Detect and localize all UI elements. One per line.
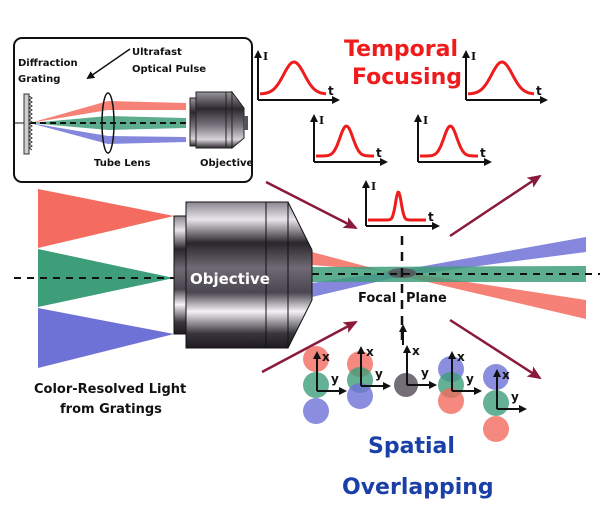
arrow-in-upper <box>265 180 358 230</box>
intensity-axis-label: I <box>423 114 428 127</box>
spot-plot-near-right: xy <box>438 350 482 414</box>
intensity-axis-label: I <box>471 50 476 63</box>
color-resolved-label-line1: Color-Resolved Light <box>34 382 186 397</box>
time-axis-label: t <box>328 84 334 98</box>
pulse-plot-far-right: It <box>462 50 548 104</box>
intensity-axis-label: I <box>319 114 324 127</box>
inset-blue-beam <box>30 123 186 144</box>
inset-red-beam <box>30 101 186 123</box>
x-axis-label: x <box>412 344 420 358</box>
y-axis-label: y <box>511 390 519 404</box>
pulse-label-line2: Optical Pulse <box>132 64 206 75</box>
tube-lens-label: Tube Lens <box>94 158 151 169</box>
blue-beam-cone <box>38 308 174 368</box>
x-axis-label: x <box>457 350 465 364</box>
arrow-out-lower <box>449 318 542 380</box>
red-focused-beam <box>312 252 586 319</box>
pulse-curve <box>316 124 374 158</box>
spot-plot-near-left: xy <box>347 345 391 409</box>
arrow-out-upper <box>449 174 542 238</box>
spot-blue <box>303 398 329 424</box>
time-axis-label: t <box>428 210 434 224</box>
objective-label: Objective <box>190 270 270 288</box>
y-axis-label: y <box>421 366 429 380</box>
intensity-axis-label: I <box>371 180 376 193</box>
pulse-plot-far-left: It <box>254 50 340 104</box>
pulse-plot-near-right: It <box>414 114 492 166</box>
focal-label: Focal <box>358 291 396 306</box>
spot-plot-far-right: xy <box>483 364 527 442</box>
arrow-in-lower <box>261 320 358 374</box>
x-axis-label: x <box>502 368 510 382</box>
pulse-label-line1: Ultrafast <box>132 47 182 58</box>
focused-beams <box>312 237 586 319</box>
y-axis-label: y <box>375 367 383 381</box>
spot-red <box>438 388 464 414</box>
time-axis-label: t <box>376 146 382 160</box>
propagation-arrows <box>261 174 542 380</box>
y-axis-label: y <box>466 372 474 386</box>
grating-label-line1: Diffraction <box>18 58 78 69</box>
inset-setup-panel: Diffraction Grating Ultrafast Optical Pu… <box>13 37 254 183</box>
tube-lens-icon <box>101 92 115 154</box>
y-axis-label: y <box>331 372 339 386</box>
grating-label-line2: Grating <box>18 74 60 85</box>
color-resolved-label-line2: from Gratings <box>60 402 162 417</box>
temporal-title-line2: Focusing <box>352 65 462 90</box>
inset-green-beam <box>30 116 186 130</box>
inset-objective-label: Objective <box>200 158 254 169</box>
spot-blue <box>347 383 373 409</box>
pulse-pointer-arrow <box>86 48 131 80</box>
inset-objective-icon <box>189 90 248 150</box>
intensity-axis-label: I <box>263 50 268 63</box>
spot-plot-focus: xy <box>394 344 437 397</box>
x-axis-label: x <box>322 350 330 364</box>
objective-lens-icon <box>173 201 313 349</box>
red-beam-cone <box>38 189 174 248</box>
pulse-plot-focus: It <box>362 180 440 230</box>
spatial-title-line1: Spatial <box>368 434 455 459</box>
pulse-curve <box>260 60 327 96</box>
temporal-title-line1: Temporal <box>344 37 458 62</box>
grating-teeth <box>28 95 33 151</box>
spot-plot-far-left: xy <box>303 346 347 424</box>
spatial-title-line2: Overlapping <box>342 475 494 500</box>
pulse-curve <box>468 60 535 96</box>
pulse-curve <box>368 190 426 222</box>
time-axis-label: t <box>480 146 486 160</box>
time-axis-label: t <box>536 84 542 98</box>
pulse-curve <box>420 124 478 158</box>
spot-red <box>483 416 509 442</box>
pulse-plot-near-left: It <box>310 114 388 166</box>
x-axis-label: x <box>366 345 374 359</box>
plane-label: Plane <box>406 291 447 306</box>
